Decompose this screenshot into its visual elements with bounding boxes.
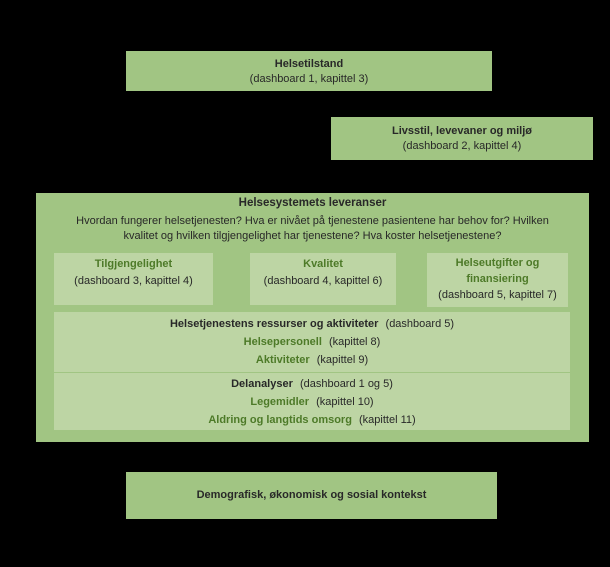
ressurser-title-note: (dashboard 5) <box>385 318 455 330</box>
delanalyser-title-line: Delanalyser (dashboard 1 og 5) <box>54 375 570 393</box>
ressurser-item-helsepersonell: Helsepersonell (kapittel 8) <box>54 333 570 351</box>
box-helsetjenestens-ressurser: Helsetjenestens ressurser og aktiviteter… <box>54 312 570 372</box>
delanalyser-item-legemidler: Legemidler (kapittel 10) <box>54 393 570 411</box>
aktiviteter-note: (kapittel 9) <box>316 354 369 366</box>
aldring-note: (kapittel 11) <box>359 414 416 426</box>
ressurser-title: Helsetjenestens ressurser og aktiviteter <box>169 318 379 330</box>
aktiviteter-label: Aktiviteter <box>255 354 310 366</box>
card-helseutgifter-og-finansiering: Helseutgifter og finansiering (dashboard… <box>427 253 568 307</box>
tilgjengelighet-subtitle: (dashboard 3, kapittel 4) <box>74 274 193 287</box>
ressurser-item-aktiviteter: Aktiviteter (kapittel 9) <box>54 351 570 369</box>
leveranser-title: Helsesystemets leveranser <box>238 197 387 209</box>
delanalyser-item-aldring: Aldring og langtids omsorg (kapittel 11) <box>54 411 570 429</box>
delanalyser-title-note: (dashboard 1 og 5) <box>299 378 393 390</box>
kvalitet-title: Kvalitet <box>303 258 343 270</box>
helsepersonell-note: (kapittel 8) <box>328 336 381 348</box>
helseutgifter-title: Helseutgifter og finansiering <box>455 257 540 285</box>
ressurser-title-line: Helsetjenestens ressurser og aktiviteter… <box>54 315 570 333</box>
helsepersonell-label: Helsepersonell <box>243 336 322 348</box>
livsstil-title: Livsstil, levevaner og miljø <box>392 125 532 137</box>
legemidler-label: Legemidler <box>250 396 310 408</box>
card-tilgjengelighet: Tilgjengelighet (dashboard 3, kapittel 4… <box>54 253 213 305</box>
kontekst-title: Demografisk, økonomisk og sosial konteks… <box>196 489 427 501</box>
kvalitet-subtitle: (dashboard 4, kapittel 6) <box>263 274 383 287</box>
card-kvalitet: Kvalitet (dashboard 4, kapittel 6) <box>250 253 396 305</box>
aldring-label: Aldring og langtids omsorg <box>208 414 352 426</box>
helseutgifter-subtitle: (dashboard 5, kapittel 7) <box>438 289 557 301</box>
helsetilstand-title: Helsetilstand <box>274 58 344 70</box>
livsstil-subtitle: (dashboard 2, kapittel 4) <box>402 140 522 152</box>
box-helsesystemets-leveranser: Helsesystemets leveranser Hvordan funger… <box>36 193 589 442</box>
box-helsetilstand: Helsetilstand (dashboard 1, kapittel 3) <box>126 51 492 91</box>
box-delanalyser: Delanalyser (dashboard 1 og 5) Legemidle… <box>54 373 570 430</box>
tilgjengelighet-title: Tilgjengelighet <box>94 258 173 270</box>
box-demografisk-kontekst: Demografisk, økonomisk og sosial konteks… <box>126 472 497 519</box>
leveranser-description-line1: Hvordan fungerer helsetjenesten? Hva er … <box>76 215 549 227</box>
legemidler-note: (kapittel 10) <box>316 396 374 408</box>
delanalyser-title: Delanalyser <box>231 378 293 390</box>
box-livsstil: Livsstil, levevaner og miljø (dashboard … <box>331 117 593 160</box>
leveranser-description-line2: kvalitet og hvilken tilgjengelighet har … <box>123 229 502 242</box>
leveranser-description: Hvordan fungerer helsetjenesten? Hva er … <box>36 214 589 243</box>
helsetilstand-subtitle: (dashboard 1, kapittel 3) <box>249 73 369 85</box>
